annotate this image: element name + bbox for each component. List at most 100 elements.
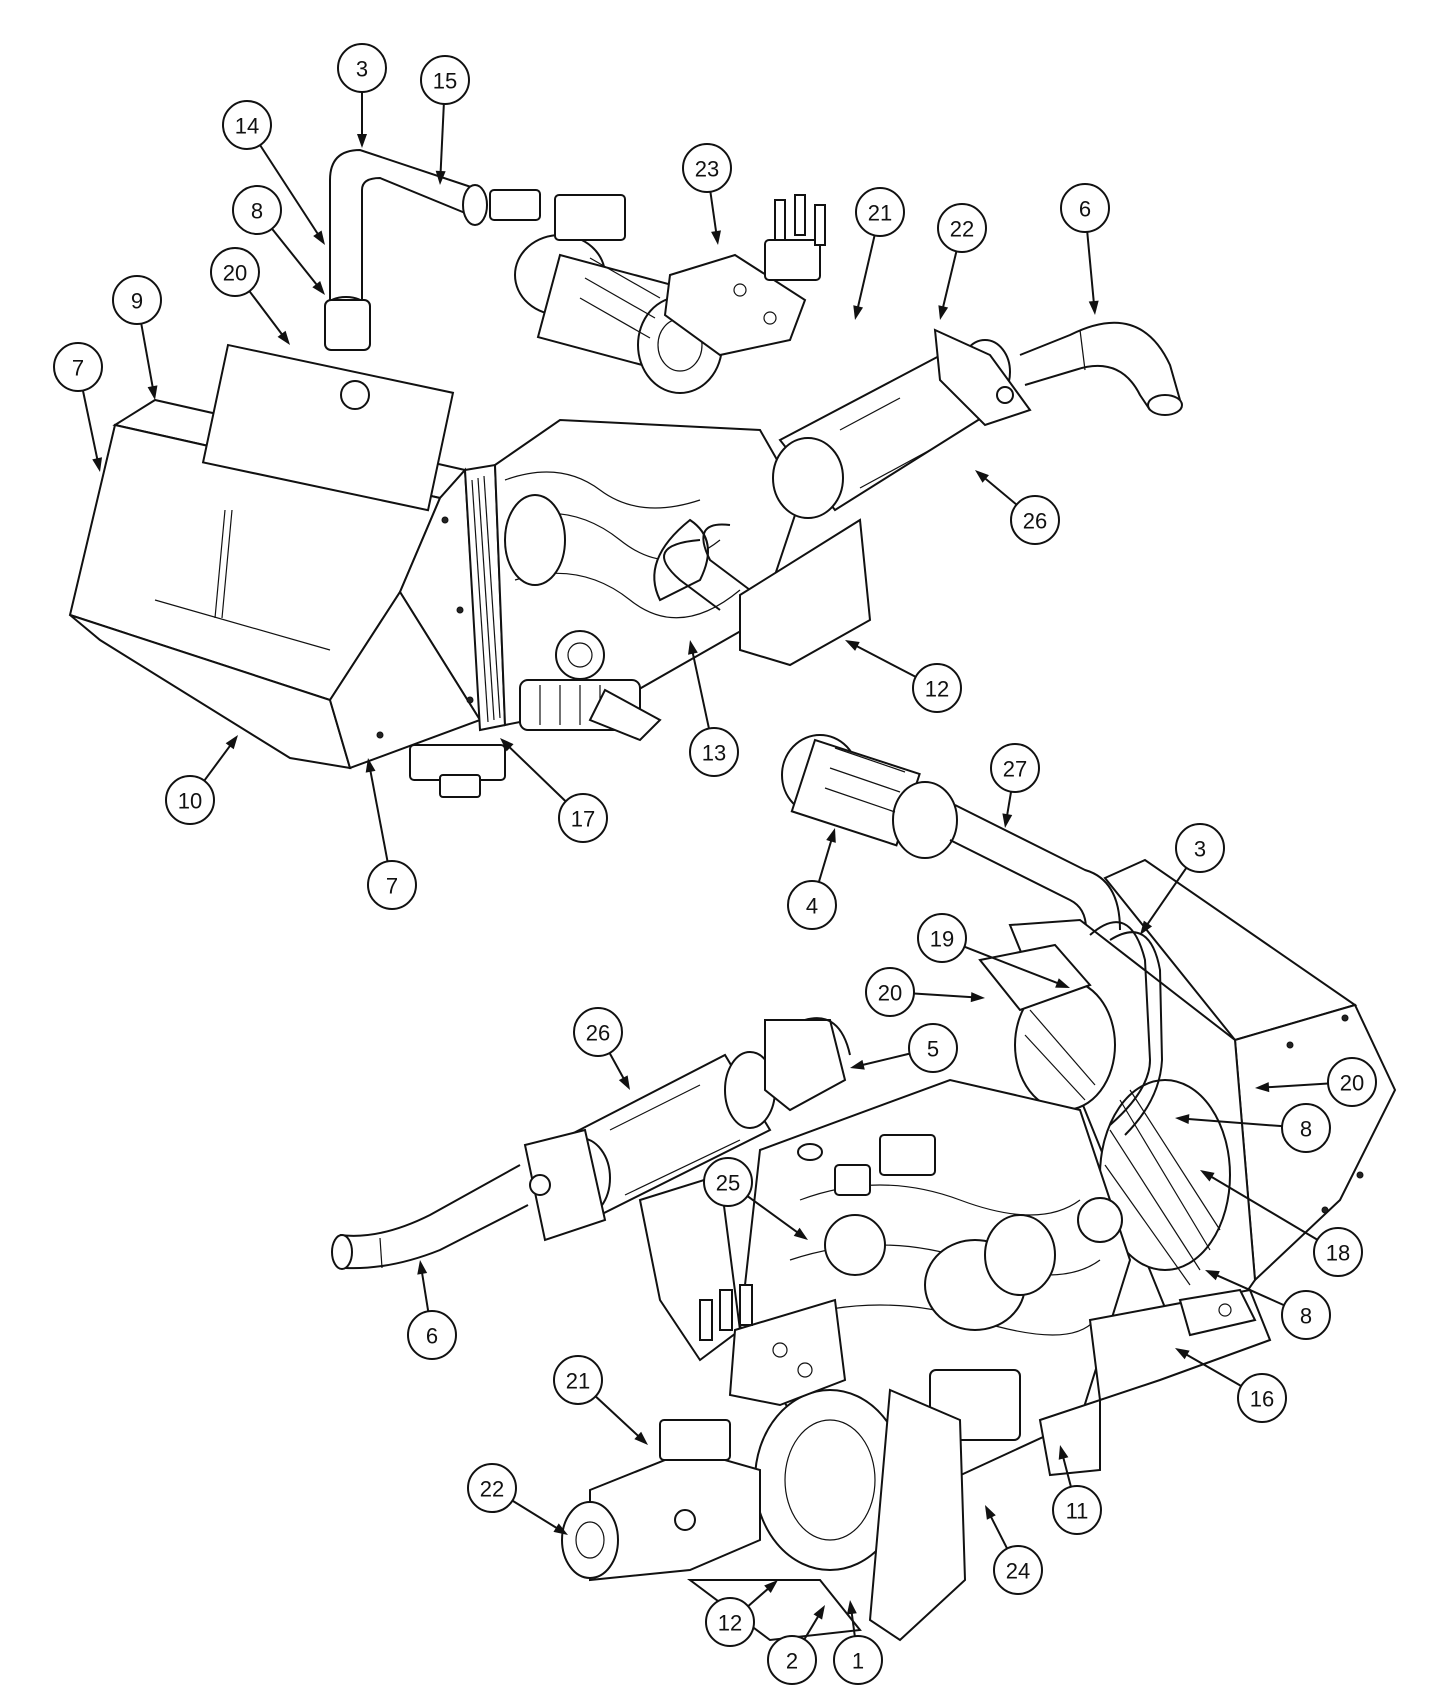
leader-arrowhead	[553, 1523, 568, 1535]
leader-line	[594, 1395, 642, 1439]
mount-foot-pad	[439, 774, 481, 798]
radiator-hose	[1089, 921, 1152, 1126]
leader-arrowhead	[1200, 1170, 1215, 1182]
leader-line	[248, 290, 285, 338]
callout-balloon	[1175, 823, 1225, 873]
leader-line	[259, 144, 321, 238]
leader-arrowhead	[313, 230, 325, 245]
callout-balloon	[112, 275, 162, 325]
callout-number: 25	[716, 1171, 740, 1196]
callout-balloon	[407, 1310, 457, 1360]
leader-arrowhead	[850, 1059, 865, 1070]
callout-number: 3	[356, 57, 368, 82]
callout-number: 10	[178, 789, 202, 814]
callout-3: 3	[337, 43, 387, 148]
callout-balloon	[1052, 1485, 1102, 1535]
leader-arrowhead	[618, 1075, 630, 1090]
callout-11: 11	[1052, 1445, 1102, 1535]
callout-balloon	[558, 793, 608, 843]
leader-arrowhead	[312, 280, 325, 295]
callout-17: 17	[500, 738, 608, 843]
callout-7: 7	[53, 342, 103, 472]
callout-21: 21	[853, 187, 905, 320]
callout-number: 19	[930, 927, 954, 952]
leader-line	[747, 1585, 772, 1607]
leader-line	[941, 251, 958, 311]
callout-number: 5	[927, 1037, 939, 1062]
callout-number: 3	[1194, 837, 1206, 862]
callout-18: 18	[1200, 1170, 1363, 1277]
leader-line	[506, 744, 567, 803]
callout-balloon	[908, 1023, 958, 1073]
callout-number: 4	[806, 894, 818, 919]
callout-number: 24	[1006, 1559, 1030, 1584]
exhaust-clamp	[797, 1143, 823, 1161]
leader-line	[746, 1195, 801, 1235]
callout-24: 24	[985, 1505, 1043, 1595]
callout-balloon	[689, 727, 739, 777]
callout-22: 22	[467, 1463, 568, 1535]
callout-13: 13	[688, 640, 739, 777]
leader-arrowhead	[813, 1605, 825, 1620]
leader-arrowhead	[1055, 978, 1070, 988]
callout-number: 26	[1023, 509, 1047, 534]
leader-line	[608, 1052, 627, 1082]
leader-line	[817, 837, 834, 883]
callout-20: 20	[210, 247, 290, 345]
callout-number: 14	[235, 114, 259, 139]
callout-balloon	[990, 743, 1040, 793]
bottom-engine-assembly	[331, 734, 1397, 1642]
callout-balloon	[53, 342, 103, 392]
callout-20: 20	[865, 967, 985, 1017]
leader-line	[853, 643, 917, 678]
callout-12: 12	[845, 640, 962, 713]
leader-arrowhead	[793, 1227, 808, 1240]
callout-number: 7	[386, 874, 398, 899]
lower-muffler	[523, 1017, 851, 1242]
hydraulic-pump	[561, 1419, 761, 1582]
callout-26: 26	[573, 1007, 630, 1090]
callout-number: 11	[1066, 1499, 1089, 1524]
callout-number: 8	[1300, 1117, 1312, 1142]
valve-block	[663, 194, 826, 357]
leader-line	[1061, 1454, 1072, 1488]
leader-arrowhead	[500, 738, 514, 752]
leader-arrowhead	[985, 1505, 996, 1520]
callout-25: 25	[703, 1157, 808, 1240]
leader-arrowhead	[938, 305, 949, 320]
callout-balloon	[232, 185, 282, 235]
leader-line	[1208, 1174, 1318, 1241]
callout-16: 16	[1175, 1348, 1287, 1423]
callout-balloon	[1281, 1103, 1331, 1153]
callout-number: 15	[433, 69, 457, 94]
leader-line	[1183, 1352, 1242, 1387]
leader-arrowhead	[1175, 1348, 1190, 1360]
callout-number: 21	[566, 1369, 590, 1394]
callout-balloon	[1313, 1227, 1363, 1277]
leader-arrowhead	[1255, 1082, 1270, 1093]
leader-line	[913, 992, 976, 999]
leader-arrowhead	[1088, 300, 1099, 315]
callout-12: 12	[705, 1580, 778, 1647]
radiator-core	[201, 343, 507, 732]
callout-balloon	[1237, 1373, 1287, 1423]
leader-line	[1086, 231, 1096, 306]
leader-arrowhead	[975, 470, 989, 483]
leader-arrowhead	[225, 735, 238, 750]
leader-line	[850, 1609, 856, 1637]
callout-balloon	[705, 1597, 755, 1647]
leader-arrowhead	[365, 758, 376, 773]
leader-arrowhead	[845, 640, 860, 651]
callout-number: 16	[1250, 1387, 1274, 1412]
callout-balloon	[787, 880, 837, 930]
leader-line	[691, 649, 710, 729]
callout-27: 27	[990, 743, 1040, 828]
leader-line	[963, 945, 1062, 986]
leader-arrowhead	[435, 170, 446, 185]
leader-arrowhead	[1205, 1270, 1220, 1281]
leader-line	[803, 1613, 821, 1640]
callout-23: 23	[682, 143, 732, 245]
leader-arrowhead	[711, 230, 721, 245]
